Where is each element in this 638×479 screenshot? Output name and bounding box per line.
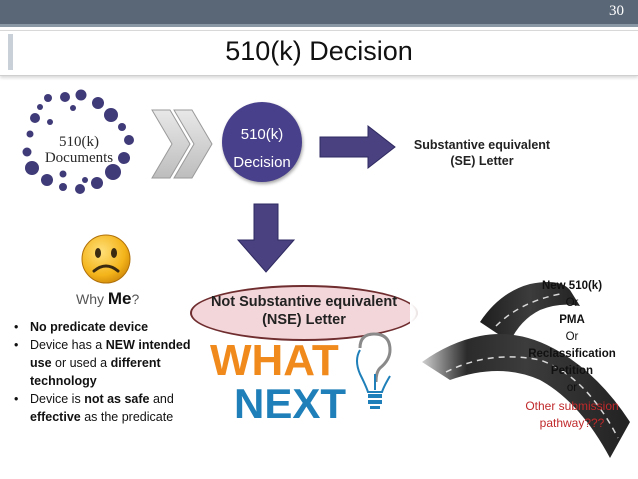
title-band bbox=[0, 30, 638, 76]
why-me-word3: ? bbox=[131, 291, 140, 307]
option-pma: PMA bbox=[559, 314, 585, 326]
decision-label-line1: 510(k) bbox=[240, 126, 284, 143]
what-word: WHAT bbox=[210, 336, 339, 385]
down-arrow-icon bbox=[236, 203, 296, 273]
forked-road-icon bbox=[410, 262, 638, 458]
bullet-icon: • bbox=[14, 338, 19, 352]
page-number: 30 bbox=[609, 3, 624, 19]
bullet-icon: • bbox=[14, 320, 19, 334]
reason-item: • No predicate device bbox=[12, 318, 192, 336]
se-letter-line2: (SE) Letter bbox=[450, 154, 514, 168]
what-next-graphic: WHAT NEXT bbox=[210, 336, 346, 424]
bullet-icon: • bbox=[14, 392, 19, 406]
lightbulb-question-icon bbox=[356, 332, 392, 409]
reason-segment: or used a bbox=[51, 356, 111, 370]
option-or-1: Or bbox=[565, 297, 579, 309]
nse-letter-line1: Not Substantive equivalent bbox=[210, 294, 398, 310]
option-or-3: or bbox=[566, 382, 578, 394]
reasons-list: • No predicate device • Device has a NEW in… bbox=[12, 318, 192, 426]
documents-dot-ring bbox=[22, 89, 134, 194]
se-letter-line1: Substantive equivalent bbox=[413, 138, 551, 152]
header-accent-line bbox=[0, 24, 638, 27]
option-reclassification: Reclassification bbox=[528, 348, 616, 360]
header-bar bbox=[0, 0, 638, 24]
slide-title: 510(k) Decision bbox=[225, 36, 413, 66]
reason-segment: and bbox=[149, 392, 174, 406]
option-or-2: Or bbox=[565, 331, 579, 343]
reason-segment: effective bbox=[30, 410, 81, 424]
why-me-word1: Why bbox=[76, 291, 108, 307]
reason-segment: Device is bbox=[30, 392, 85, 406]
documents-label-line1: 510(k) bbox=[59, 134, 99, 150]
option-new-510k: New 510(k) bbox=[541, 280, 603, 292]
chevron-arrow-icon bbox=[151, 109, 213, 179]
why-me-caption: Why Me? bbox=[76, 289, 139, 309]
reason-segment: as the predicate bbox=[80, 410, 174, 424]
sad-face-icon bbox=[81, 234, 131, 284]
next-word: NEXT bbox=[234, 380, 346, 424]
reason-segment: Device has a bbox=[30, 338, 106, 352]
nse-letter-line2: (NSE) Letter bbox=[262, 312, 346, 328]
reason-segment: different technology bbox=[30, 356, 161, 388]
documents-label-line2: Documents bbox=[44, 150, 114, 166]
right-arrow-icon bbox=[319, 124, 396, 170]
nse-ellipse bbox=[190, 285, 418, 341]
reason-item: • Device has a NEW intended use or used a… bbox=[12, 336, 192, 390]
why-me-word2: Me bbox=[107, 289, 132, 308]
reason-segment: not as safe bbox=[84, 392, 150, 406]
decision-circle: 510(k) Decision bbox=[222, 102, 302, 182]
title-left-rule bbox=[8, 34, 13, 70]
option-other-submission: Other submission bbox=[525, 399, 619, 413]
decision-label-line2: Decision bbox=[233, 154, 291, 171]
reason-segment: NEW intended use bbox=[30, 338, 191, 370]
reason-segment: No predicate device bbox=[30, 320, 149, 334]
option-petition: Petition bbox=[550, 365, 594, 377]
reason-item: • Device is not as safe and effective as … bbox=[12, 390, 192, 426]
option-pathway: pathway??? bbox=[539, 416, 605, 430]
